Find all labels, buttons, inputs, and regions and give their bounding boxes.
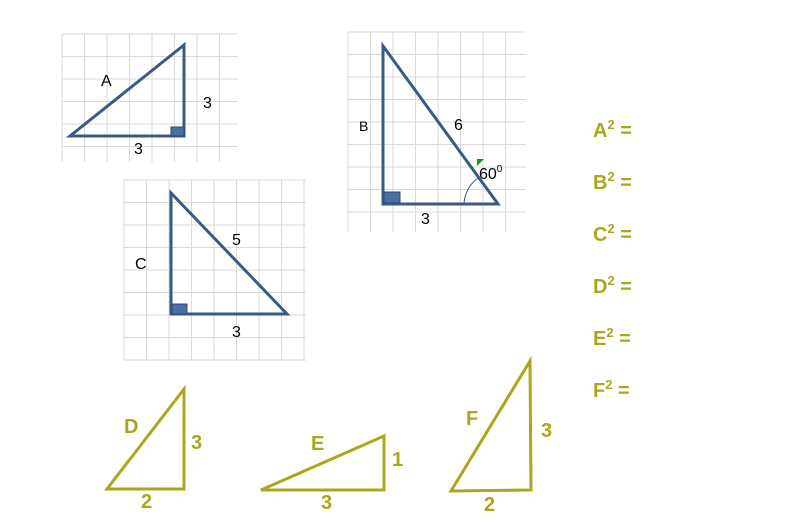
equation-sign: = (615, 224, 632, 246)
triangle-c-hypotenuse: 5 (232, 232, 241, 249)
equation-sign: = (615, 276, 632, 298)
triangle-f-base: 2 (484, 494, 495, 516)
equation-f: F2 = (593, 377, 630, 402)
triangle-c-base: 3 (232, 324, 241, 341)
triangle-b: B 6 3 600 (359, 41, 503, 228)
triangle-c-shape (169, 189, 291, 316)
triangle-d: D 3 2 (103, 384, 202, 513)
triangle-a-name: A (101, 73, 112, 90)
triangle-e: E 1 3 (260, 433, 403, 514)
triangle-e-vertical-leg: 1 (392, 449, 403, 471)
triangle-e-shape (260, 433, 386, 492)
triangle-a: A 3 3 (65, 41, 212, 158)
equation-letter: E (593, 328, 606, 350)
equation-letter: B (593, 172, 607, 194)
equation-c: C2 = (593, 221, 632, 246)
triangle-f-name: F (466, 408, 478, 430)
triangle-b-shape (381, 41, 501, 206)
equation-power: 2 (607, 221, 614, 236)
triangle-c-name: C (135, 256, 147, 273)
triangle-a-horizontal-leg: 3 (134, 141, 143, 158)
equation-power: 2 (607, 117, 614, 132)
triangle-d-name: D (124, 416, 138, 438)
triangle-b-angle-value: 60 (479, 166, 497, 183)
triangle-f-vertical-leg: 3 (541, 420, 552, 442)
equation-sign: = (615, 120, 632, 142)
triangle-a-vertical-leg: 3 (203, 95, 212, 112)
equation-sign: = (612, 380, 629, 402)
angle-arc-b (463, 177, 479, 205)
triangle-b-hypotenuse: 6 (454, 117, 463, 134)
equation-d: D2 = (593, 273, 632, 298)
equation-power: 2 (607, 273, 614, 288)
grid-b (347, 31, 526, 232)
triangle-b-angle: 600 (479, 164, 503, 183)
right-angle-mark-b (383, 191, 401, 204)
equation-power: 2 (606, 325, 613, 340)
equation-sign: = (615, 172, 632, 194)
triangle-d-shape (103, 384, 186, 491)
equation-a: A2 = (593, 117, 632, 142)
grid-c (123, 179, 306, 361)
triangle-d-base: 2 (141, 491, 152, 513)
equation-power: 2 (605, 377, 612, 392)
equation-letter: C (593, 224, 607, 246)
triangle-d-vertical-leg: 3 (191, 432, 202, 454)
triangle-f: F 3 2 (448, 355, 552, 516)
equation-e: E2 = (593, 325, 631, 350)
triangle-e-base: 3 (321, 492, 332, 514)
angle-marker-icon (477, 159, 484, 166)
grid-a (61, 33, 238, 162)
triangle-f-shape (448, 355, 533, 493)
equation-letter: D (593, 276, 607, 298)
triangle-b-base: 3 (421, 211, 430, 228)
triangle-c: C 5 3 (135, 189, 291, 341)
equation-power: 2 (607, 169, 614, 184)
equation-letter: A (593, 120, 607, 142)
triangle-a-shape (65, 41, 186, 138)
equation-sign: = (614, 328, 631, 350)
triangle-e-name: E (311, 433, 324, 455)
right-angle-mark-c (171, 303, 188, 315)
triangle-b-angle-unit: 0 (497, 164, 503, 175)
equation-letter: F (593, 380, 605, 402)
right-angle-mark-a (170, 126, 185, 137)
equations-list: A2 =B2 =C2 =D2 =E2 =F2 = (593, 117, 632, 402)
equation-b: B2 = (593, 169, 632, 194)
triangle-b-name: B (359, 118, 368, 134)
